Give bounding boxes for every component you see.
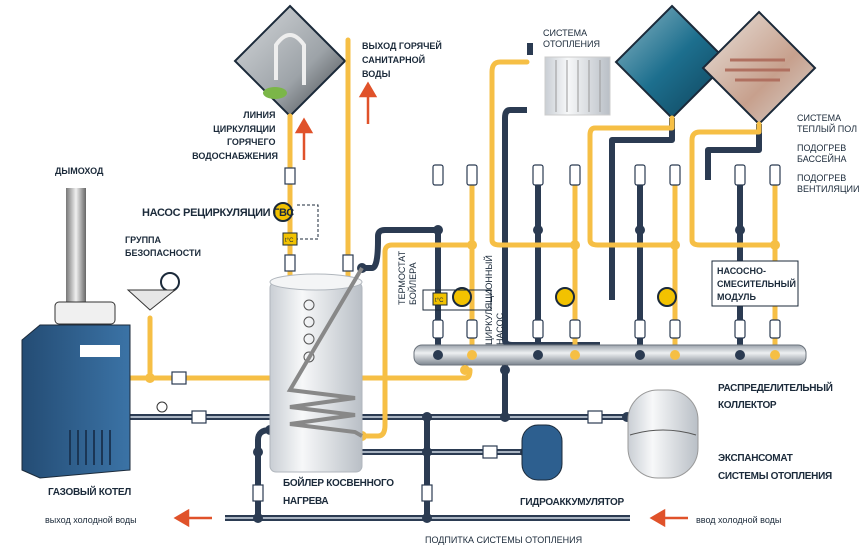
warm-floor-image	[701, 10, 817, 126]
safety-group-label: ГРУППА БЕЗОПАСНОСТИ	[125, 235, 201, 258]
heating-system-label: СИСТЕМА ОТОПЛЕНИЯ	[543, 28, 600, 49]
distribution-collector	[413, 344, 807, 366]
indirect-boiler-label: БОЙЛЕР КОСВЕННОГО НАГРЕВА	[283, 476, 396, 507]
gas-boiler	[21, 301, 131, 479]
pool-heating-label: ПОДОГРЕВ БАССЕЙНА	[797, 143, 849, 164]
cold-water-in-label: ввод холодной воды	[696, 515, 781, 525]
chimney-label: ДЫМОХОД	[55, 166, 104, 176]
expansion-tank-label: ЭКСПАНСОМАТ СИСТЕМЫ ОТОПЛЕНИЯ	[718, 453, 832, 482]
chimney-pipe	[66, 188, 86, 323]
arrow-icon	[173, 81, 688, 528]
valve-icon	[171, 167, 603, 502]
pump-icon	[273, 202, 677, 307]
boiler-thermostat-label: ТЕРМОСТАТ БОЙЛЕРА	[397, 248, 418, 305]
hydroaccumulator-tank	[521, 424, 563, 481]
mixing-module-label: НАСОСНО- СМЕСИТЕЛЬНЫЙ МОДУЛЬ	[717, 266, 798, 302]
gas-boiler-label: ГАЗОВЫЙ КОТЕЛ	[48, 485, 131, 498]
pressure-gauge-icon	[126, 272, 180, 413]
mixing-module-box	[711, 260, 799, 307]
indirect-boiler-tank	[269, 266, 364, 473]
expansion-tank	[627, 389, 699, 479]
thermostat-icon	[282, 204, 492, 311]
thermo-badge-label: t°C	[285, 238, 294, 244]
thermo-head-icon	[527, 43, 533, 55]
circulation-line-label: ЛИНИЯ ЦИРКУЛЯЦИИ ГОРЯЧЕГО ВОДОСНАБЖЕНИЯ	[192, 110, 278, 161]
circulation-pump-label: ЦИРКУЛЯЦИОННЫЙ НАСОС	[483, 253, 505, 345]
ventilation-heating-label: ПОДОГРЕВ ВЕНТИЛЯЦИИ	[797, 173, 859, 194]
distribution-collector-label: РАСПРЕДЕЛИТЕЛЬНЫЙ КОЛЛЕКТОР	[718, 381, 835, 411]
hot-water-out-label: ВЫХОД ГОРЯЧЕЙ САНИТАРНОЙ ВОДЫ	[362, 40, 444, 79]
heating-makeup-label: ПОДПИТКА СИСТЕМЫ ОТОПЛЕНИЯ	[425, 535, 582, 545]
floor-heating-label: СИСТЕМА ТЕПЛЫЙ ПОЛ	[797, 113, 857, 134]
thermo-badge-label: t°C	[435, 298, 444, 304]
cold-water-out-label: выход холодной воды	[45, 515, 137, 525]
hydroaccumulator-label: ГИДРОАККУМУЛЯТОР	[520, 497, 624, 508]
faucet-image	[233, 4, 347, 118]
recirculation-pump-label: НАСОС РЕЦИРКУЛЯЦИИ ГВС	[142, 207, 294, 219]
radiator-icon	[527, 43, 611, 116]
